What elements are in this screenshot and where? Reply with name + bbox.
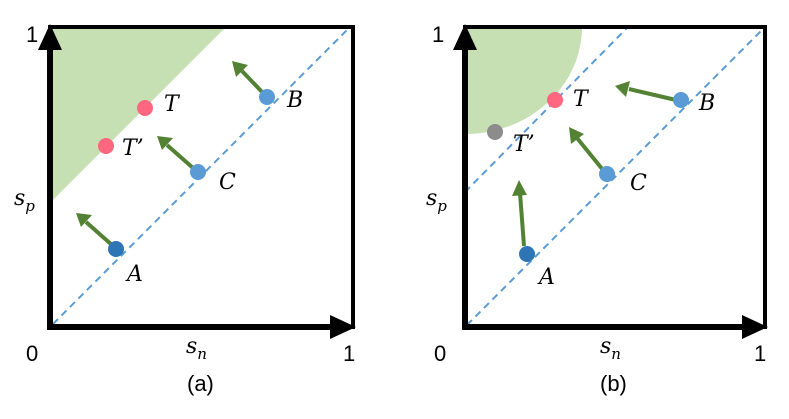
point-a-T-prime <box>98 138 114 154</box>
x-arrowhead-b <box>742 315 768 339</box>
origin-label-b: 0 <box>434 341 446 366</box>
arrows-a <box>76 61 266 247</box>
arrow-b-C <box>575 136 605 172</box>
point-b-B <box>673 92 689 108</box>
label-a-C: C <box>219 170 236 195</box>
label-b-A: A <box>537 265 555 290</box>
label-a-T: T <box>164 92 181 117</box>
label-a-T-prime: T’ <box>122 136 144 161</box>
point-a-A <box>108 241 124 257</box>
label-b-C: C <box>630 171 647 196</box>
label-b-B: B <box>698 91 715 116</box>
point-b-T <box>547 92 563 108</box>
arrow-b-B <box>628 87 677 102</box>
y-arrowhead-a <box>38 24 62 50</box>
arrowhead-b-B <box>615 81 630 97</box>
arrow-a-C <box>165 143 195 170</box>
arrowhead-b-A <box>512 180 527 196</box>
arrow-a-A <box>84 220 114 247</box>
caption-b: (b) <box>600 371 627 396</box>
arrowhead-a-B <box>232 61 248 77</box>
origin-label-a: 0 <box>26 341 38 366</box>
x-var-label-a: sn <box>186 334 207 363</box>
y-max-label-b: 1 <box>432 22 444 47</box>
caption-a: (a) <box>187 371 214 396</box>
label-a-A: A <box>125 262 143 287</box>
points-a <box>98 89 275 257</box>
y-max-label-a: 1 <box>26 22 38 47</box>
arrow-a-B <box>240 69 266 96</box>
arrows-b <box>512 81 677 247</box>
point-a-B <box>259 89 275 105</box>
arrowhead-b-C <box>569 127 584 144</box>
diagonal-b-1 <box>465 27 628 193</box>
diagonal-b-2 <box>466 27 765 326</box>
y-var-label-b: sp <box>426 186 447 215</box>
arrow-b-A <box>518 192 526 247</box>
arrowhead-a-A <box>76 213 92 227</box>
label-b-T: T <box>573 87 590 112</box>
panel-b: A B C T T’ 1 0 1 sn sp (b) <box>426 22 768 396</box>
region-a <box>50 27 226 203</box>
y-arrowhead-b <box>453 24 477 50</box>
x-max-label-a: 1 <box>343 341 355 366</box>
point-a-C <box>190 164 206 180</box>
region-b <box>465 27 582 134</box>
y-var-label-a: sp <box>14 186 35 215</box>
x-var-label-b: sn <box>600 334 621 363</box>
x-arrowhead-a <box>330 315 356 339</box>
panel-a: A B C T T’ 1 0 1 sn sp (a) <box>14 22 356 396</box>
point-a-T <box>137 100 153 116</box>
label-a-B: B <box>286 88 303 113</box>
arrowhead-a-C <box>157 136 173 150</box>
point-b-A <box>519 246 535 262</box>
point-b-T-prime <box>487 124 503 140</box>
points-b <box>487 92 689 262</box>
x-max-label-b: 1 <box>754 341 766 366</box>
point-b-C <box>599 166 615 182</box>
label-b-T-prime: T’ <box>513 132 535 157</box>
